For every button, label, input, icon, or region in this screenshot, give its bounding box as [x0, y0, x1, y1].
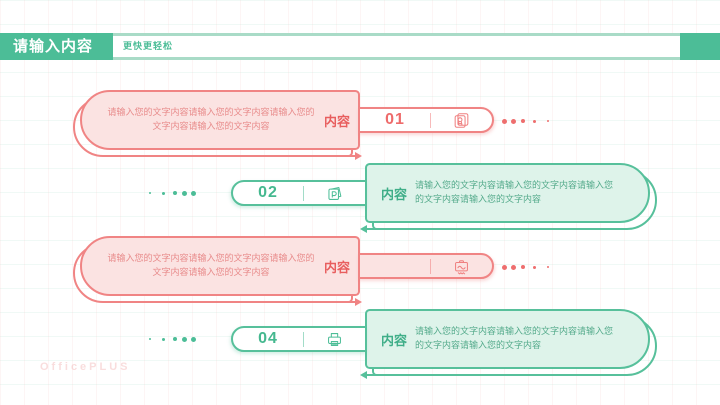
capsule-label: 内容 [381, 332, 408, 348]
number-pill-3[interactable] [358, 253, 494, 279]
arrow-right-icon [355, 152, 362, 160]
chart-board-icon [431, 257, 492, 276]
certificate-badge-icon [431, 111, 492, 130]
step-number: 02 [258, 184, 278, 201]
text-capsule-1[interactable]: 请输入您的文字内容请输入您的文字内容请输入您的文字内容请输入您的文字内容 内容 [80, 90, 360, 150]
text-capsule-3[interactable]: 请输入您的文字内容请输入您的文字内容请输入您的文字内容请输入您的文字内容 内容 [80, 236, 360, 296]
divider [303, 185, 304, 201]
dot-trail [149, 190, 196, 196]
connector-line [367, 228, 387, 230]
page-title[interactable]: 请输入内容 [0, 33, 113, 60]
connector-line [336, 301, 356, 303]
header-subtitle[interactable]: 更快更轻松 [123, 41, 174, 51]
divider [430, 112, 431, 128]
dot-trail [149, 336, 196, 342]
header-end-cap [680, 33, 720, 60]
step-number: 01 [385, 111, 405, 128]
text-capsule-2[interactable]: 内容 请输入您的文字内容请输入您的文字内容请输入您的文字内容请输入您的文字内容 [365, 163, 650, 223]
arrow-right-icon [355, 298, 362, 306]
capsule-label: 内容 [323, 259, 350, 275]
ppt-file-icon [304, 184, 365, 203]
placeholder-text[interactable]: 请输入您的文字内容请输入您的文字内容请输入您的文字内容请输入您的文字内容 [415, 326, 614, 350]
placeholder-text[interactable]: 请输入您的文字内容请输入您的文字内容请输入您的文字内容请输入您的文字内容 [415, 180, 614, 204]
header-strip: 更快更轻松 [113, 36, 680, 57]
dot-trail [502, 264, 549, 270]
placeholder-text[interactable]: 请输入您的文字内容请输入您的文字内容请输入您的文字内容请输入您的文字内容 [107, 253, 315, 277]
divider [303, 331, 304, 347]
header-bar: 请输入内容 更快更轻松 [0, 33, 720, 60]
number-pill-2[interactable]: 02 [231, 180, 367, 206]
number-pill-1[interactable]: 01 [358, 107, 494, 133]
printer-icon [304, 330, 365, 349]
dot-trail [502, 118, 549, 124]
placeholder-text[interactable]: 请输入您的文字内容请输入您的文字内容请输入您的文字内容请输入您的文字内容 [107, 107, 315, 131]
arrow-left-icon [360, 371, 367, 379]
officeplus-watermark: OfficePLUS [40, 361, 131, 373]
connector-line [367, 374, 387, 376]
divider [430, 258, 431, 274]
capsule-label: 内容 [381, 186, 408, 202]
capsule-label: 内容 [323, 113, 350, 129]
arrow-left-icon [360, 225, 367, 233]
connector-line [336, 155, 356, 157]
number-pill-4[interactable]: 04 [231, 326, 367, 352]
step-number: 04 [258, 330, 278, 347]
text-capsule-4[interactable]: 内容 请输入您的文字内容请输入您的文字内容请输入您的文字内容请输入您的文字内容 [365, 309, 650, 369]
